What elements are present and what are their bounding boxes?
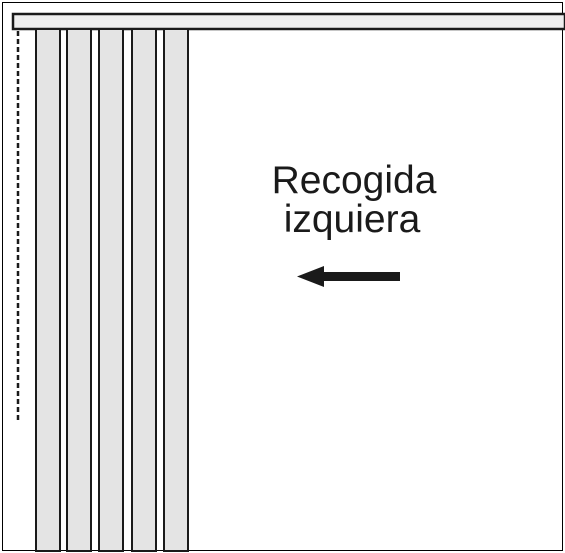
arrow-head [297, 266, 324, 287]
slat-group [35, 28, 189, 552]
arrow-shaft [322, 272, 400, 281]
slat-1 [35, 28, 61, 552]
slat-2 [66, 28, 92, 552]
slat-5 [163, 28, 189, 552]
caption-line-1: Recogida [272, 159, 437, 202]
slat-3 [98, 28, 124, 552]
caption-line-2: izquiera [284, 198, 421, 241]
slat-4 [131, 28, 157, 552]
arrow-left-icon [297, 266, 400, 287]
head-rail [11, 12, 565, 31]
